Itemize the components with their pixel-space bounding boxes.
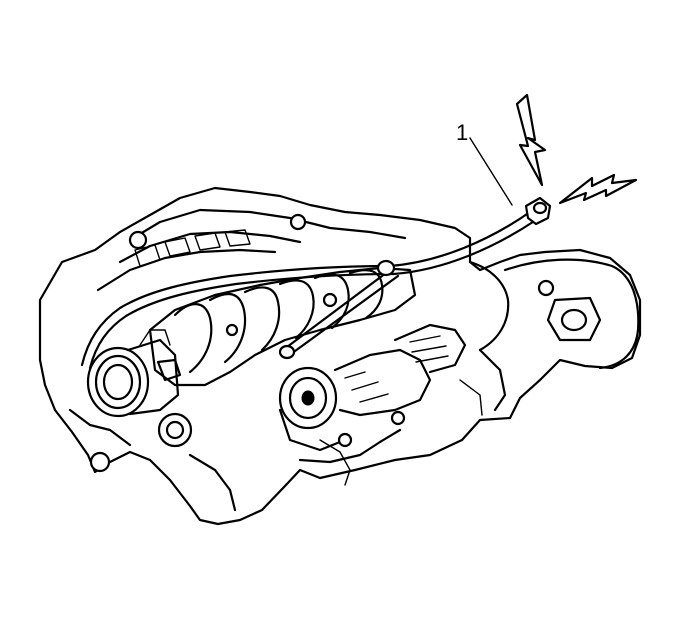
throttle-body <box>86 329 182 418</box>
lightning-bolt-icon-right <box>558 173 638 205</box>
intake-manifold <box>148 266 417 387</box>
front-accessory <box>278 323 467 452</box>
bell-housing <box>459 258 640 416</box>
callout-label-1: 1 <box>456 120 468 145</box>
valve-cover <box>96 208 407 292</box>
callout-1: 1 <box>456 120 513 206</box>
lower-pulleys <box>68 408 406 512</box>
fuel-tube <box>80 196 552 370</box>
lightning-bolt-icon <box>515 93 547 187</box>
